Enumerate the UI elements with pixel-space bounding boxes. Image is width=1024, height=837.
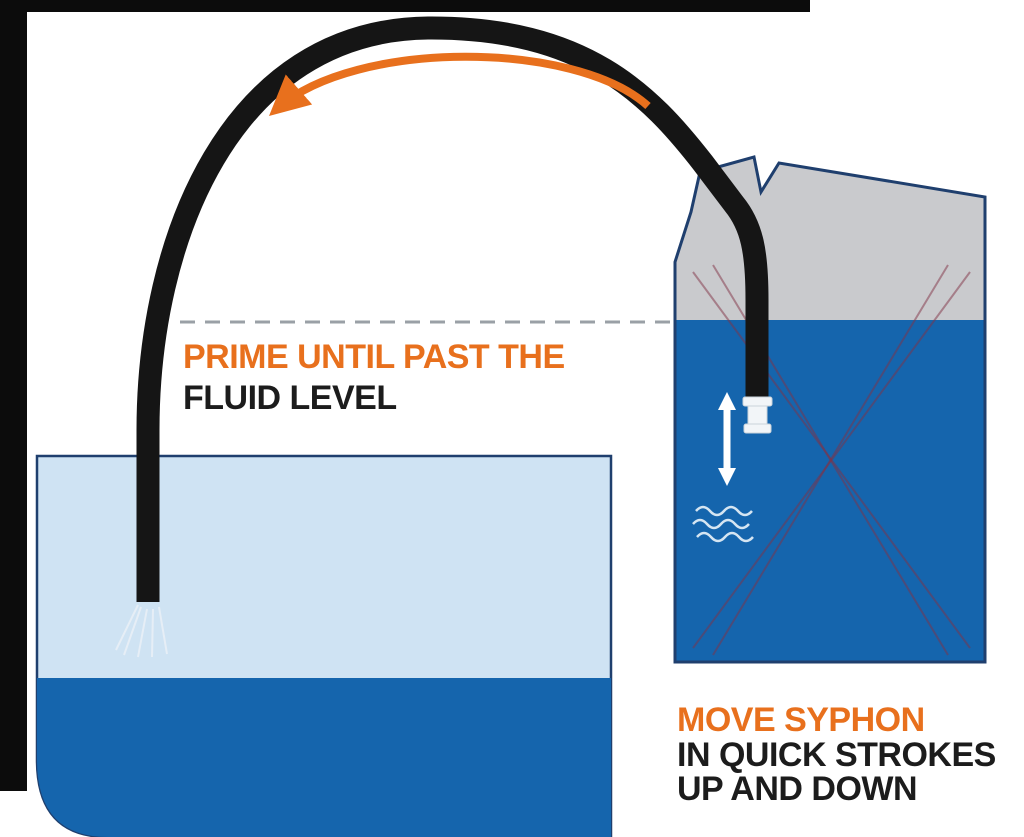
frame-top-bar xyxy=(0,0,810,12)
receiving-container-fluid xyxy=(37,678,611,837)
flow-direction-arrow-icon xyxy=(268,52,651,116)
move-label-line3: UP AND DOWN xyxy=(677,770,917,808)
prime-label-line1: PRIME UNTIL PAST THE xyxy=(183,338,565,376)
move-label-line2: IN QUICK STROKES xyxy=(677,736,996,774)
move-label-line1: MOVE SYPHON xyxy=(677,701,925,739)
syphon-nozzle xyxy=(742,396,773,434)
syphon-hose xyxy=(136,16,769,602)
fuel-can-outline xyxy=(673,155,987,664)
water-ripples-icon xyxy=(692,505,754,543)
spray-lines-icon xyxy=(115,604,168,658)
up-down-arrow-icon xyxy=(718,392,736,486)
frame-left-bar xyxy=(0,0,27,791)
prime-label-line2: FLUID LEVEL xyxy=(183,379,397,417)
